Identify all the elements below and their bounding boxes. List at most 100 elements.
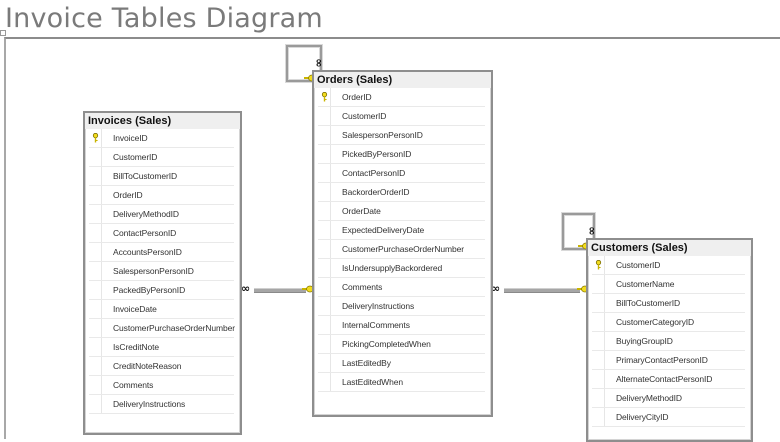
column-row-billtocustomerid[interactable]: BillToCustomerID [592, 294, 745, 313]
column-row-orderid[interactable]: OrderID [318, 88, 485, 107]
column-row-iscreditnote[interactable]: IsCreditNote [89, 338, 234, 357]
column-row-pickingcompletedwhen[interactable]: PickingCompletedWhen [318, 335, 485, 354]
column-row-contactpersonid[interactable]: ContactPersonID [318, 164, 485, 183]
row-selector[interactable] [592, 389, 605, 407]
column-row-salespersonpersonid[interactable]: SalespersonPersonID [318, 126, 485, 145]
column-name: CustomerCategoryID [616, 317, 695, 327]
column-row-invoiceid[interactable]: InvoiceID [89, 129, 234, 148]
column-row-isundersupplybackordered[interactable]: IsUndersupplyBackordered [318, 259, 485, 278]
column-name: AlternateContactPersonID [616, 374, 713, 384]
row-selector[interactable] [318, 145, 331, 163]
column-row-pickedbypersonid[interactable]: PickedByPersonID [318, 145, 485, 164]
column-row-contactpersonid[interactable]: ContactPersonID [89, 224, 234, 243]
row-selector[interactable] [89, 319, 102, 337]
table-orders[interactable]: Orders (Sales) OrderID CustomerID Salesp… [312, 70, 493, 417]
row-selector[interactable] [318, 183, 331, 201]
column-row-customercategoryid[interactable]: CustomerCategoryID [592, 313, 745, 332]
row-selector[interactable] [592, 294, 605, 312]
column-row-customername[interactable]: CustomerName [592, 275, 745, 294]
row-selector[interactable] [592, 370, 605, 388]
invoices-orders-relationship-line[interactable] [254, 288, 306, 293]
column-name: LastEditedBy [342, 358, 391, 368]
column-name: LastEditedWhen [342, 377, 403, 387]
column-name: DeliveryInstructions [342, 301, 415, 311]
diagram-resize-handle[interactable] [0, 30, 6, 36]
row-selector[interactable] [318, 316, 331, 334]
row-selector[interactable] [318, 335, 331, 353]
row-selector[interactable] [592, 408, 605, 426]
column-row-comments[interactable]: Comments [318, 278, 485, 297]
column-row-deliveryinstructions[interactable]: DeliveryInstructions [318, 297, 485, 316]
row-selector[interactable] [89, 357, 102, 375]
row-selector[interactable] [318, 373, 331, 391]
column-row-orderdate[interactable]: OrderDate [318, 202, 485, 221]
table-title: Customers (Sales) [588, 240, 751, 256]
column-row-billtocustomerid[interactable]: BillToCustomerID [89, 167, 234, 186]
column-row-customerid[interactable]: CustomerID [318, 107, 485, 126]
column-row-buyinggroupid[interactable]: BuyingGroupID [592, 332, 745, 351]
row-selector[interactable] [89, 243, 102, 261]
row-selector[interactable] [318, 240, 331, 258]
row-selector[interactable] [89, 395, 102, 413]
column-row-lasteditedby[interactable]: LastEditedBy [318, 354, 485, 373]
table-customers[interactable]: Customers (Sales) CustomerID CustomerNam… [586, 238, 753, 442]
column-row-primarycontactpersonid[interactable]: PrimaryContactPersonID [592, 351, 745, 370]
table-title: Orders (Sales) [314, 72, 491, 88]
column-row-backorderorderid[interactable]: BackorderOrderID [318, 183, 485, 202]
row-selector[interactable] [318, 297, 331, 315]
column-row-deliverymethodid[interactable]: DeliveryMethodID [89, 205, 234, 224]
row-selector[interactable] [318, 259, 331, 277]
diagram-canvas[interactable] [4, 37, 780, 439]
row-selector[interactable] [318, 354, 331, 372]
row-selector[interactable] [89, 148, 102, 166]
row-selector[interactable] [318, 107, 331, 125]
column-row-orderid[interactable]: OrderID [89, 186, 234, 205]
column-row-customerid[interactable]: CustomerID [592, 256, 745, 275]
row-selector[interactable] [318, 221, 331, 239]
row-selector[interactable] [89, 376, 102, 394]
column-name: ContactPersonID [342, 168, 406, 178]
column-row-invoicedate[interactable]: InvoiceDate [89, 300, 234, 319]
column-list: OrderID CustomerID SalespersonPersonID P… [318, 88, 485, 392]
orders-self-relationship-line[interactable] [286, 45, 322, 82]
orders-customers-relationship-line[interactable] [504, 288, 580, 293]
column-row-accountspersonid[interactable]: AccountsPersonID [89, 243, 234, 262]
row-selector[interactable] [318, 88, 331, 106]
row-selector[interactable] [89, 186, 102, 204]
column-name: CustomerID [113, 152, 158, 162]
row-selector[interactable] [89, 205, 102, 223]
column-row-internalcomments[interactable]: InternalComments [318, 316, 485, 335]
row-selector[interactable] [89, 300, 102, 318]
row-selector[interactable] [592, 332, 605, 350]
column-row-comments[interactable]: Comments [89, 376, 234, 395]
row-selector[interactable] [89, 338, 102, 356]
row-selector[interactable] [89, 129, 102, 147]
column-row-customerpurchaseordernumber[interactable]: CustomerPurchaseOrderNumber [318, 240, 485, 259]
column-row-customerpurchaseordernumber[interactable]: CustomerPurchaseOrderNumber [89, 319, 235, 338]
column-row-deliveryinstructions[interactable]: DeliveryInstructions [89, 395, 234, 414]
column-name: CreditNoteReason [113, 361, 182, 371]
table-invoices[interactable]: Invoices (Sales) InvoiceID CustomerID Bi… [83, 111, 242, 435]
row-selector[interactable] [592, 351, 605, 369]
row-selector[interactable] [89, 167, 102, 185]
row-selector[interactable] [318, 126, 331, 144]
row-selector[interactable] [592, 256, 605, 274]
row-selector[interactable] [89, 281, 102, 299]
row-selector[interactable] [318, 202, 331, 220]
row-selector[interactable] [89, 224, 102, 242]
row-selector[interactable] [592, 275, 605, 293]
column-row-customerid[interactable]: CustomerID [89, 148, 234, 167]
row-selector[interactable] [318, 278, 331, 296]
column-row-expecteddeliverydate[interactable]: ExpectedDeliveryDate [318, 221, 485, 240]
customers-self-relationship-line[interactable] [562, 213, 595, 250]
column-row-alternatecontactpersonid[interactable]: AlternateContactPersonID [592, 370, 745, 389]
column-row-packedbypersonid[interactable]: PackedByPersonID [89, 281, 234, 300]
row-selector[interactable] [89, 262, 102, 280]
column-row-deliverymethodid[interactable]: DeliveryMethodID [592, 389, 745, 408]
column-row-creditnotereason[interactable]: CreditNoteReason [89, 357, 234, 376]
column-row-lasteditedwhen[interactable]: LastEditedWhen [318, 373, 485, 392]
primary-key-icon [92, 133, 98, 143]
row-selector[interactable] [592, 313, 605, 331]
row-selector[interactable] [318, 164, 331, 182]
column-row-salespersonpersonid[interactable]: SalespersonPersonID [89, 262, 234, 281]
